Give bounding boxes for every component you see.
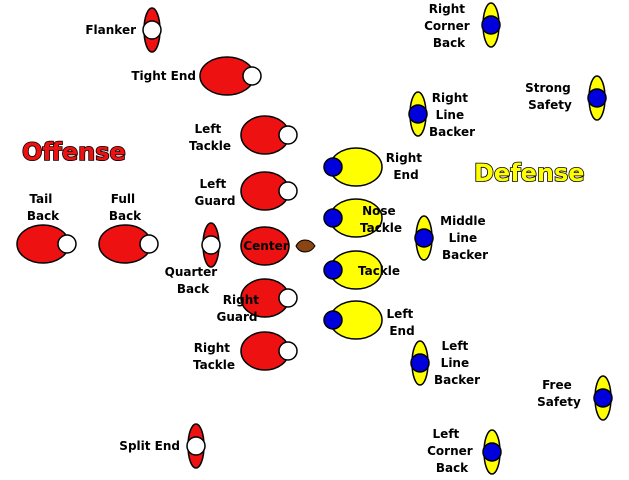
helmet-icon: [323, 260, 343, 280]
label-right-end: Right End: [386, 151, 426, 182]
player-nose-tackle: [323, 198, 383, 238]
defense-title: Defense: [474, 159, 585, 187]
helmet-icon: [587, 88, 607, 108]
label-right-corner-back: Right Corner Back: [424, 2, 474, 50]
helmet-icon: [57, 234, 77, 254]
helmet-icon: [482, 442, 502, 462]
label-left-tackle: Left Tackle: [189, 122, 231, 153]
label-full-back: Full Back: [109, 192, 142, 223]
player-quarter-back: [201, 222, 221, 268]
label-tackle: Tackle: [358, 264, 400, 278]
label-tail-back: Tail Back: [27, 192, 60, 223]
label-free-safety: Free Safety: [537, 378, 581, 409]
player-free-safety: [593, 375, 613, 421]
label-right-tackle: Right Tackle: [193, 341, 235, 372]
offense-title: Offense: [22, 138, 126, 166]
player-left-end: [323, 300, 383, 340]
label-left-end: Left End: [387, 307, 418, 338]
helmet-icon: [242, 66, 262, 86]
player-split-end: [186, 423, 206, 469]
player-full-back: [98, 224, 159, 264]
player-flanker: [142, 7, 162, 53]
helmet-icon: [278, 125, 298, 145]
helmet-icon: [410, 353, 430, 373]
player-right-tackle: [240, 331, 298, 371]
player-middle-line-backer: [414, 215, 434, 261]
label-left-corner-back: Left Corner Back: [427, 427, 477, 475]
label-flanker: Flanker: [85, 23, 136, 37]
helmet-icon: [323, 310, 343, 330]
helmet-icon: [323, 157, 343, 177]
player-right-corner-back: [481, 2, 501, 48]
label-strong-safety: Strong Safety: [525, 81, 575, 112]
label-tight-end: Tight End: [131, 69, 196, 83]
player-left-corner-back: [482, 429, 502, 475]
label-middle-line-backer: Middle Line Backer: [440, 214, 490, 262]
helmet-icon: [278, 288, 298, 308]
player-strong-safety: [587, 75, 607, 121]
label-left-line-backer: Left Line Backer: [434, 339, 480, 387]
label-left-guard: Left Guard: [195, 177, 236, 208]
football-icon: [295, 239, 316, 253]
helmet-icon: [323, 208, 343, 228]
label-quarter-back: Quarter Back: [165, 265, 222, 296]
helmet-icon: [408, 104, 428, 124]
player-left-line-backer: [410, 340, 430, 386]
helmet-icon: [593, 388, 613, 408]
player-left-guard: [240, 171, 298, 211]
helmet-icon: [142, 20, 162, 40]
helmet-icon: [201, 235, 221, 255]
player-right-line-backer: [408, 91, 428, 137]
player-right-end: [323, 147, 383, 187]
player-left-tackle: [240, 115, 298, 155]
helmet-icon: [139, 234, 159, 254]
player-tail-back: [16, 224, 77, 264]
player-center: [240, 226, 316, 266]
label-split-end: Split End: [119, 439, 180, 453]
label-right-guard: Right Guard: [217, 293, 264, 324]
helmet-icon: [481, 15, 501, 35]
helmet-icon: [278, 341, 298, 361]
helmet-icon: [414, 228, 434, 248]
label-right-line-backer: Right Line Backer: [429, 91, 475, 139]
label-center: Center: [243, 239, 288, 253]
player-tackle: [323, 250, 383, 290]
player-right-guard: [240, 278, 298, 318]
helmet-icon: [186, 436, 206, 456]
label-nose-tackle: Nose Tackle: [360, 204, 402, 235]
helmet-icon: [278, 181, 298, 201]
player-tight-end: [199, 56, 262, 96]
